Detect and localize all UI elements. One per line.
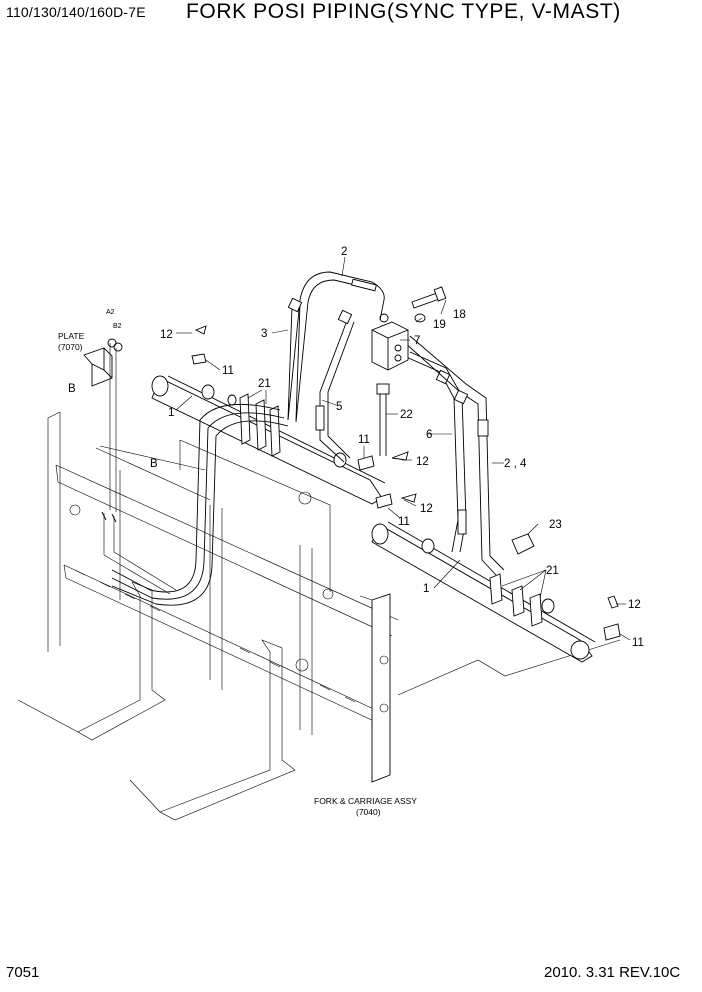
plate-code: (7070) [58, 342, 83, 352]
port-a2-label: A2 [106, 309, 115, 316]
plate-bracket [83, 338, 177, 595]
callout-5: 5 [336, 401, 342, 413]
callout-22: 22 [400, 409, 413, 421]
pins-and-clips [191, 325, 621, 641]
callout-6: 6 [426, 429, 432, 441]
callout-2: 2 [341, 246, 347, 258]
fork-carriage-code: (7040) [356, 807, 381, 817]
callout-19: 19 [433, 319, 446, 331]
callout-18: 18 [453, 309, 466, 321]
callout-23: 23 [549, 519, 562, 531]
callout-11: 11 [358, 434, 370, 446]
callout-1: 1 [423, 583, 429, 595]
callout-12: 12 [420, 503, 433, 515]
bolt-and-washer [411, 286, 447, 323]
hose-lines [111, 271, 505, 606]
callout-12: 12 [628, 599, 641, 611]
callout-11: 11 [222, 365, 234, 377]
port-b2-label: B2 [113, 323, 122, 330]
left-cylinder [151, 375, 386, 505]
callout-7: 7 [414, 335, 420, 347]
page-number: 7051 [6, 964, 40, 981]
leader-lines [175, 256, 631, 641]
plate-label: PLATE [58, 331, 85, 341]
callout-11: 11 [632, 637, 644, 649]
page-title: FORK POSI PIPING(SYNC TYPE, V-MAST) [186, 0, 621, 23]
callout-2-4: 2 , 4 [504, 458, 527, 470]
view-b-marker: B [68, 383, 76, 395]
callout-21: 21 [546, 565, 559, 577]
view-b-marker: B [150, 458, 158, 470]
callout-12: 12 [160, 329, 173, 341]
fork-carriage-assembly [17, 411, 621, 821]
revision-date: 2010. 3.31 REV.10C [544, 964, 681, 981]
fork-carriage-label: FORK & CARRIAGE ASSY [314, 796, 417, 806]
model-number: 110/130/140/160D-7E [6, 4, 146, 20]
right-cylinder [371, 521, 596, 663]
callout-1: 1 [168, 407, 174, 419]
callout-21: 21 [258, 378, 271, 390]
callout-11: 11 [398, 516, 410, 528]
callout-12: 12 [416, 456, 429, 468]
callout-3: 3 [261, 328, 267, 340]
flow-divider-valve [371, 313, 409, 371]
